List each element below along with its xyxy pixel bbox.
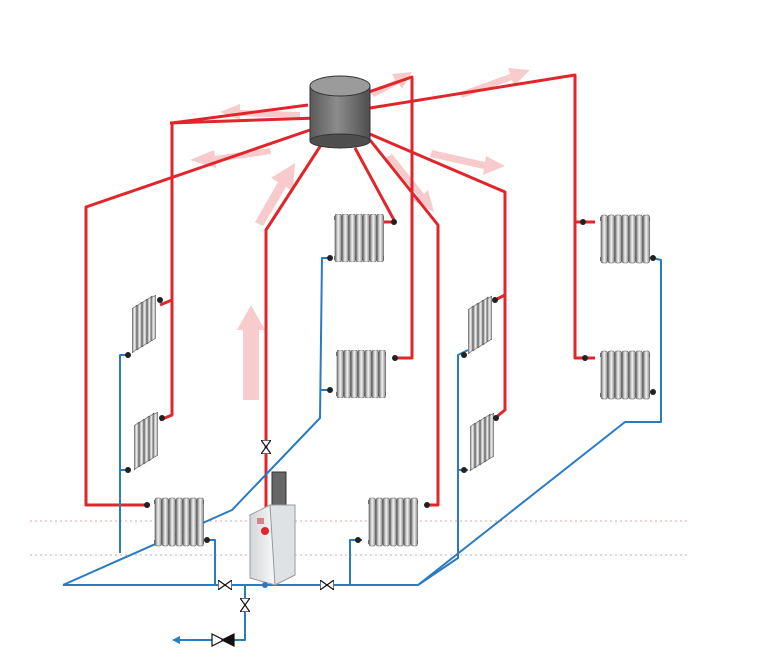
valve-supply	[261, 440, 271, 454]
radiator-9	[468, 295, 492, 355]
check-valve	[211, 633, 235, 647]
radiator-2	[336, 350, 386, 398]
valve-make-up	[240, 598, 250, 612]
flow-arrows	[190, 68, 530, 400]
valve-return-right	[320, 580, 334, 590]
radiator-5	[154, 497, 204, 547]
radiator-8	[134, 412, 158, 471]
radiator-4	[600, 350, 650, 400]
floor-lines	[30, 520, 690, 556]
boiler	[249, 471, 296, 586]
radiator-6	[368, 497, 418, 547]
expansion-tank	[309, 75, 371, 149]
radiator-10	[470, 412, 494, 472]
radiator-valves	[125, 219, 656, 543]
radiator-side-group	[132, 295, 494, 472]
radiator-3	[600, 214, 650, 264]
junction-points	[262, 582, 268, 588]
radiator-1	[334, 214, 384, 262]
radiator-7	[132, 295, 156, 354]
valve-return-left	[218, 580, 232, 590]
